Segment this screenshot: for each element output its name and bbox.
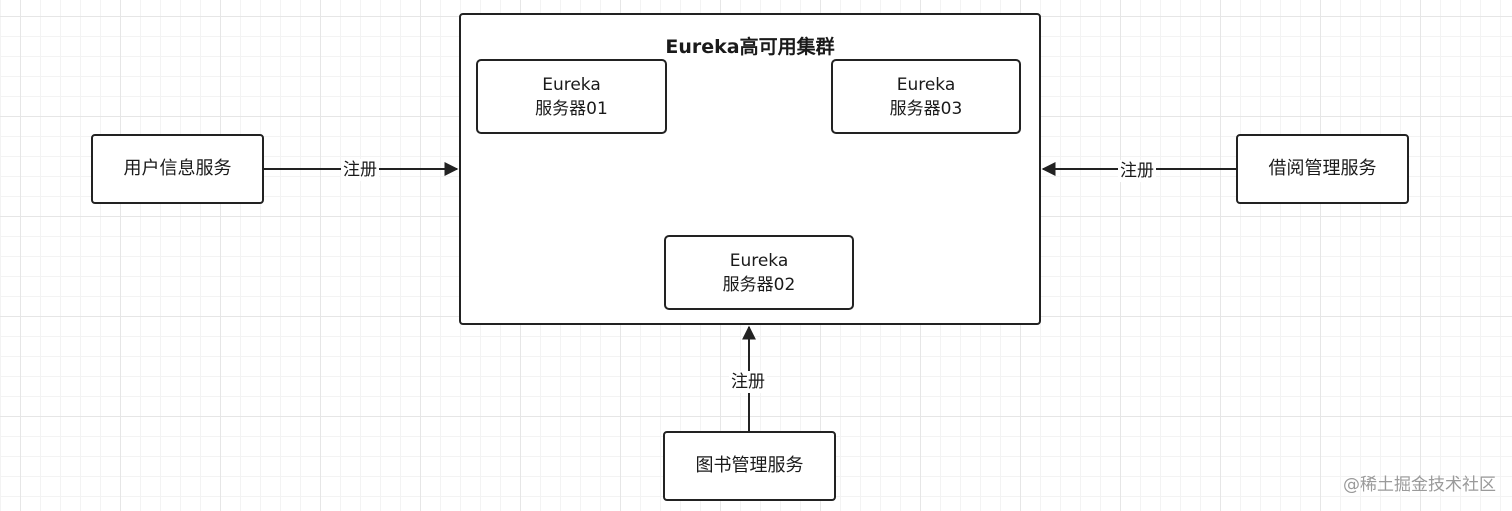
server-03-line1: Eureka: [896, 74, 956, 95]
cluster-title: Eureka高可用集群: [665, 36, 835, 58]
server-02-line1: Eureka: [729, 250, 789, 271]
eureka-server-01[interactable]: Eureka 服务器01: [476, 59, 667, 134]
eureka-server-02[interactable]: Eureka 服务器02: [664, 235, 854, 310]
eureka-server-03[interactable]: Eureka 服务器03: [831, 59, 1021, 134]
server-01-line1: Eureka: [542, 74, 601, 95]
register-label-bottom: 注册: [729, 371, 767, 393]
borrow-management-service[interactable]: 借阅管理服务: [1236, 134, 1409, 204]
borrow-management-service-label: 借阅管理服务: [1268, 158, 1377, 179]
register-label-left: 注册: [341, 159, 379, 181]
book-management-service-label: 图书管理服务: [695, 455, 804, 476]
register-label-right: 注册: [1118, 160, 1156, 182]
book-management-service[interactable]: 图书管理服务: [663, 431, 836, 501]
watermark-text: @稀土掘金技术社区: [1343, 475, 1496, 495]
server-01-line2: 服务器01: [535, 98, 608, 119]
user-info-service-label: 用户信息服务: [123, 158, 232, 179]
server-03-line2: 服务器03: [889, 98, 963, 119]
user-info-service[interactable]: 用户信息服务: [91, 134, 264, 204]
server-02-line2: 服务器02: [722, 274, 796, 295]
